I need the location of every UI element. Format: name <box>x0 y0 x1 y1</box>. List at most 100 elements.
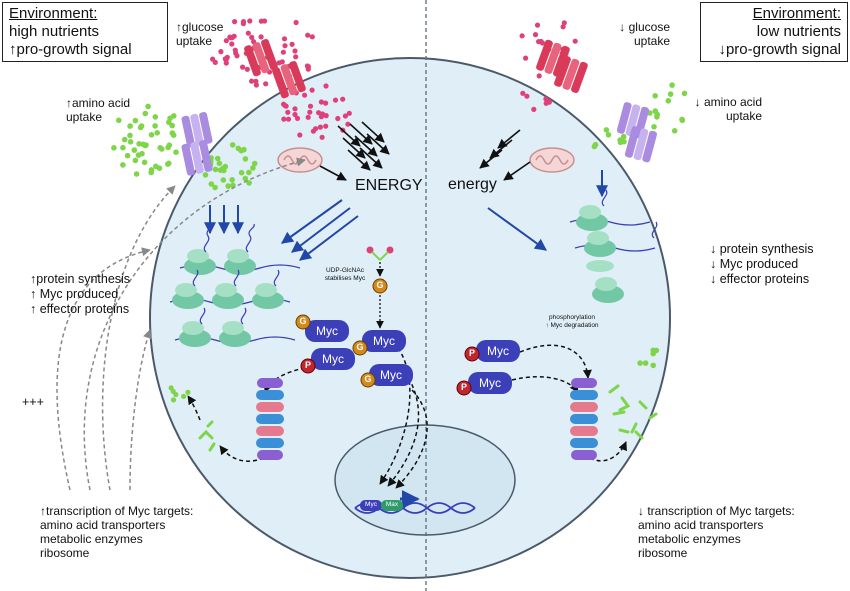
myc-dna-box <box>360 500 382 511</box>
phospho-badge <box>456 380 472 396</box>
myc-label: Myc <box>479 376 501 390</box>
myc-protein-left-2 <box>311 348 355 370</box>
nutrient-particle <box>342 113 348 119</box>
myc-protein-left-3 <box>362 330 406 352</box>
nutrient-particle <box>536 39 542 45</box>
phospho-letter: P <box>304 360 311 370</box>
nutrient-particle <box>249 78 255 84</box>
glucose-line1-right: ↓ glucose <box>619 20 670 34</box>
nutrient-particle <box>292 106 298 112</box>
nutrient-particle <box>246 169 252 176</box>
nutrient-particle <box>309 87 315 93</box>
nutrient-particle <box>233 50 239 56</box>
nutrient-particle <box>152 114 159 120</box>
ribosomes-left <box>169 223 301 347</box>
myc-degradation-arrows-left <box>187 367 306 462</box>
glucose-line2-right: uptake <box>633 34 670 48</box>
nutrient-particle <box>132 117 139 124</box>
blue-arrows-left <box>204 199 359 261</box>
nutrient-particle <box>335 115 341 122</box>
feedback-arrows <box>56 157 306 491</box>
amino-uptake-label-right: ↓ amino acid uptake <box>670 95 762 123</box>
nutrient-particle <box>297 132 303 138</box>
max-dna-box <box>381 500 403 511</box>
nutrient-particle <box>247 18 253 24</box>
udp-glcnac-label: UDP-GlcNAc stabilises Myc <box>305 267 385 282</box>
nutrient-particle <box>246 180 252 186</box>
nutrient-particle <box>116 117 122 124</box>
target-ribosome-left: ribosome <box>40 546 90 560</box>
nutrient-particle <box>240 64 246 70</box>
nutrient-particle <box>170 397 177 403</box>
environment-box-right: Environment: low nutrients ↓pro-growth s… <box>700 2 848 62</box>
targets-title-right: ↓ transcription of Myc targets: <box>638 504 795 518</box>
nutrient-particle <box>346 110 352 116</box>
nutrient-particle <box>165 161 171 167</box>
nutrient-particle <box>238 169 245 176</box>
targets-label-right: ↓ transcription of Myc targets: amino ac… <box>638 504 795 560</box>
nucleus <box>334 424 516 536</box>
glucose-uptake-label-right: ↓ glucose uptake <box>580 20 670 48</box>
nutrient-particle <box>532 31 539 38</box>
nutrient-particle <box>240 19 247 25</box>
mitochondrion-left <box>277 147 323 173</box>
nutrient-particle <box>531 106 537 112</box>
effect-effector-proteins: ↑ effector proteins <box>30 302 130 316</box>
nutrient-particle <box>156 165 163 171</box>
nutrient-particle <box>244 66 250 72</box>
nutrient-particle <box>605 132 612 138</box>
phospho-letter: P <box>468 348 475 358</box>
myc-protein-right-1 <box>476 340 520 362</box>
nutrient-particle <box>534 22 541 28</box>
energy-label-right: energy <box>448 176 497 193</box>
phos-line2: ↑ Myc degradation <box>545 321 599 329</box>
env-right-heading: Environment: <box>752 5 841 22</box>
amino-uptake-label-left: ↑amino acid uptake <box>66 96 130 124</box>
nutrient-particle <box>621 138 627 145</box>
targets-title-left: ↑transcription of Myc targets: <box>40 504 194 518</box>
nutrient-particle <box>249 34 255 41</box>
myc-label: Myc <box>373 334 395 348</box>
nutrient-particle <box>340 96 346 102</box>
nutrient-particle <box>620 133 627 140</box>
nutrient-particle <box>293 19 299 26</box>
nutrient-particle <box>242 175 249 182</box>
plus-label: +++ <box>22 395 44 409</box>
nutrient-particle <box>293 54 299 60</box>
glucose-line2: uptake <box>176 34 213 48</box>
target-ribosome-right: ribosome <box>638 546 688 560</box>
nutrient-particle <box>140 141 146 148</box>
nutrient-particle <box>132 157 139 164</box>
nutrient-particle <box>318 99 324 105</box>
nutrient-particle <box>145 103 151 110</box>
amino-fragments-left <box>198 420 216 452</box>
nutrient-particle <box>169 122 175 129</box>
nutrient-particle <box>651 124 657 130</box>
nutrient-particle <box>282 43 288 49</box>
nutrient-particle <box>313 126 319 132</box>
nutrient-particle <box>519 33 525 39</box>
amino-line1: ↑amino acid <box>66 96 131 110</box>
myc-label: Myc <box>380 368 402 382</box>
glcnac-letter: G <box>376 280 384 290</box>
nutrient-particle <box>216 160 223 167</box>
nutrient-particle <box>127 132 133 139</box>
nutrient-particle <box>276 60 282 66</box>
amino-transporters-left <box>180 111 214 177</box>
nutrient-particle <box>139 150 145 157</box>
target-amino-transporters-left: amino acid transporters <box>40 518 166 532</box>
env-right-line2: ↓pro-growth signal <box>718 41 841 58</box>
nutrient-particle <box>591 143 598 150</box>
environment-box-left: Environment: high nutrients ↑pro-growth … <box>2 2 168 62</box>
proteasome-right <box>570 378 598 460</box>
nutrient-particle <box>671 128 678 134</box>
nutrient-particle <box>202 172 209 178</box>
nutrient-particle <box>258 34 264 40</box>
nutrient-particle <box>323 113 329 119</box>
nutrient-particle <box>345 121 351 127</box>
nutrient-particle <box>232 19 238 25</box>
myc-label: Myc <box>487 344 509 358</box>
nutrient-particle <box>224 54 230 60</box>
effects-label-left: ↑protein synthesis ↑ Myc produced ↑ effe… <box>30 272 130 317</box>
nutrient-particle <box>210 56 216 62</box>
